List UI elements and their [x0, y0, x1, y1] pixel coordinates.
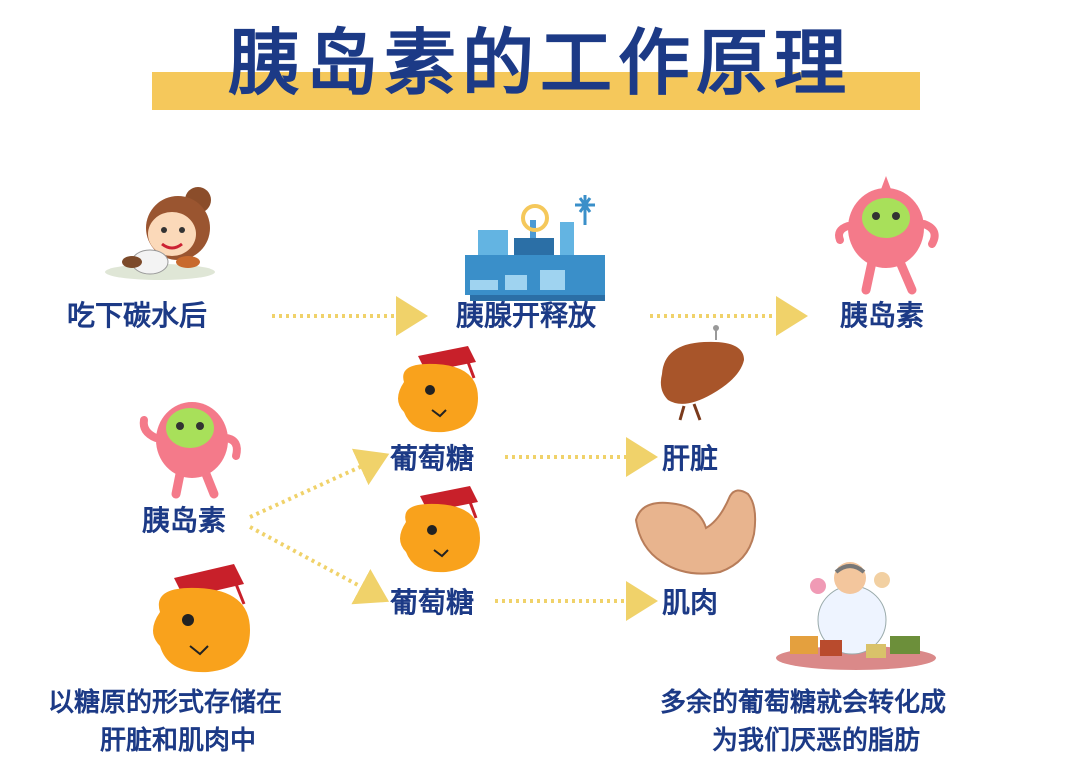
- label-eat-carbs: 吃下碳水后: [67, 299, 208, 332]
- label-insulin-left: 胰岛素: [142, 504, 227, 537]
- glucose-character-icon-2: [400, 486, 480, 573]
- muscle-arm-icon: [634, 489, 757, 575]
- arrow-insulin-to-glucose-1: [249, 448, 390, 519]
- label-pancreas-release: 胰腺开释放: [456, 299, 597, 332]
- title-highlight-bar: [152, 72, 920, 110]
- label-excess-line1: 多余的葡萄糖就会转化成: [660, 688, 947, 718]
- liver-icon: [660, 325, 744, 421]
- woman-eating-icon: [105, 187, 215, 280]
- factory-icon: [465, 195, 605, 301]
- arrow-insulin-to-glucose-2: [249, 525, 390, 605]
- label-muscle: 肌肉: [662, 586, 719, 619]
- label-glycogen-line2: 肝脏和肌肉中: [100, 726, 257, 756]
- label-glucose-2: 葡萄糖: [390, 586, 475, 619]
- glucose-character-icon-3: [153, 564, 250, 673]
- overweight-man-icon: [776, 562, 936, 670]
- label-glucose-1: 葡萄糖: [390, 442, 475, 475]
- insulin-character-icon-top: [835, 176, 939, 295]
- label-liver: 肝脏: [662, 442, 719, 475]
- page-title: 胰岛素的工作原理: [227, 21, 852, 105]
- glucose-character-icon-1: [398, 346, 478, 433]
- label-glycogen-line1: 以糖原的形式存储在: [48, 688, 283, 718]
- label-excess-line2: 为我们厌恶的脂肪: [712, 726, 921, 756]
- insulin-character-icon-left: [139, 402, 241, 499]
- label-insulin-top: 胰岛素: [840, 299, 925, 332]
